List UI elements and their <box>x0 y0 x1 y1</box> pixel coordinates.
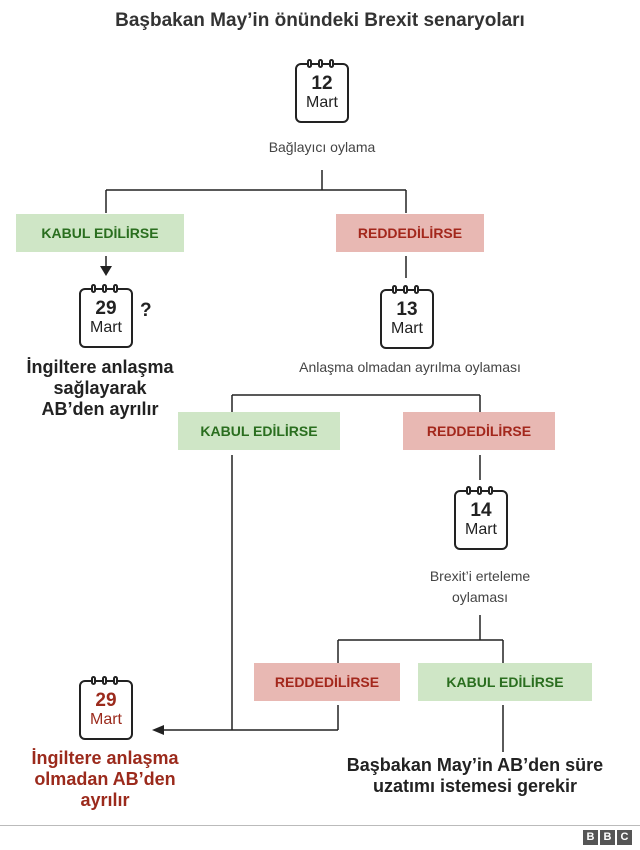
calendar-icon: 14 Mart <box>454 486 508 550</box>
page-title: Başbakan May’in önündeki Brexit senaryol… <box>115 10 525 31</box>
reject-badge: REDDEDİLİRSE <box>254 663 400 701</box>
reject-badge: REDDEDİLİRSE <box>336 214 484 252</box>
outcome-line: uzatımı istemesi gerekir <box>372 776 578 796</box>
calendar-month: Mart <box>90 319 122 336</box>
outcome-line: sağlayarak <box>53 378 147 398</box>
calendar-icon: 12 Mart <box>295 59 349 123</box>
outcome-line: Başbakan May’in AB’den süre <box>346 755 604 775</box>
vote3-label: Brexit’i erteleme oylaması <box>380 566 580 608</box>
footer-divider <box>0 825 640 826</box>
reject-badge: REDDEDİLİRSE <box>403 412 555 450</box>
bbc-logo-block: C <box>617 830 632 845</box>
accept-badge: KABUL EDİLİRSE <box>16 214 184 252</box>
outcome-line: AB’den ayrılır <box>41 399 159 419</box>
vote1-label: Bağlayıcı oylama <box>268 139 376 155</box>
calendar-icon: 29 Mart <box>79 676 133 740</box>
accept-badge: KABUL EDİLİRSE <box>178 412 340 450</box>
outcome-extension: Başbakan May’in AB’den süre uzatımı iste… <box>310 755 640 797</box>
calendar-month: Mart <box>306 94 338 111</box>
vote3-label-line: Brexit’i erteleme <box>429 568 531 584</box>
calendar-icon: 29 Mart <box>79 284 133 348</box>
outcome-line: İngiltere anlaşma <box>26 357 174 377</box>
calendar-month: Mart <box>465 521 497 538</box>
calendar-day: 13 <box>396 299 418 320</box>
accept-badge: KABUL EDİLİRSE <box>418 663 592 701</box>
calendar-day: 29 <box>95 298 117 319</box>
vote3-label-line: oylaması <box>451 589 509 605</box>
bbc-logo-block: B <box>583 830 598 845</box>
outcome-line: İngiltere anlaşma <box>31 748 179 768</box>
bbc-logo: B B C <box>583 830 632 845</box>
calendar-day: 12 <box>311 73 333 94</box>
outcome-line: ayrılır <box>80 790 130 810</box>
calendar-day: 29 <box>95 690 117 711</box>
calendar-month: Mart <box>90 711 122 728</box>
calendar-month: Mart <box>391 320 423 337</box>
calendar-icon: 13 Mart <box>380 285 434 349</box>
outcome-no-deal: İngiltere anlaşma olmadan AB’den ayrılır <box>0 748 210 811</box>
bbc-logo-block: B <box>600 830 615 845</box>
question-mark: ? <box>140 300 152 321</box>
calendar-day: 14 <box>470 500 492 521</box>
outcome-deal: İngiltere anlaşma sağlayarak AB’den ayrı… <box>0 357 200 420</box>
outcome-line: olmadan AB’den <box>34 769 176 789</box>
vote2-label: Anlaşma olmadan ayrılma oylaması <box>299 359 521 375</box>
